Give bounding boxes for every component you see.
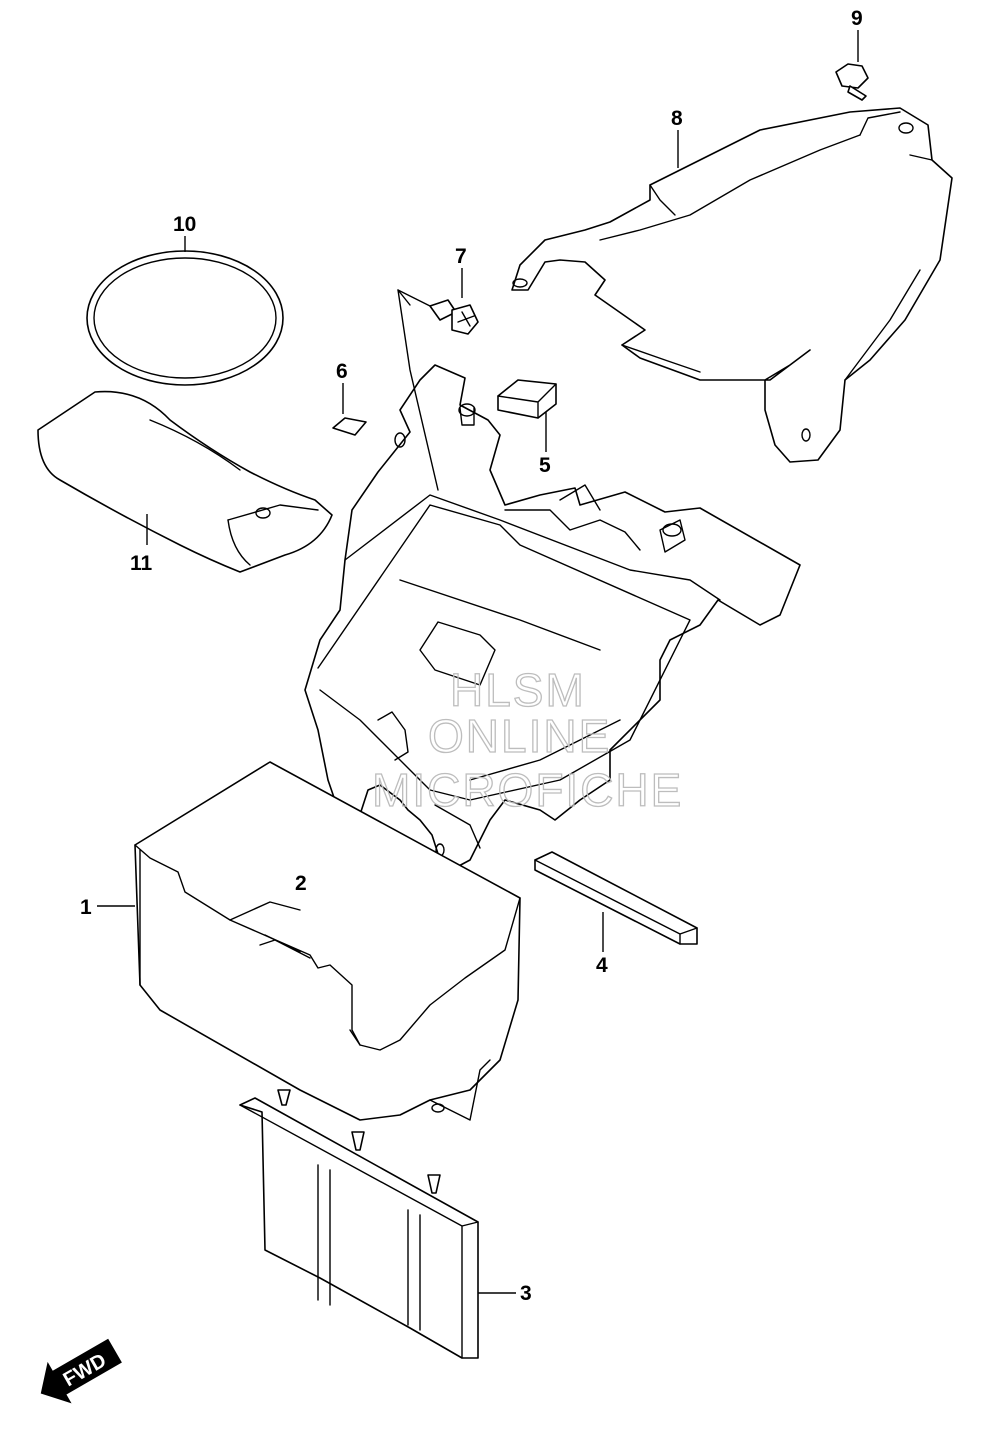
watermark: HLSM ONLINE MICROFICHE <box>371 663 683 816</box>
callout-6: 6 <box>336 360 348 383</box>
part-1-battery-case[interactable] <box>97 761 521 1121</box>
part-4-cushion-strip[interactable] <box>534 851 698 952</box>
forward-arrow-icon: FWD <box>40 1338 122 1404</box>
watermark-line-3: MICROFICHE <box>372 764 683 816</box>
callout-1: 1 <box>80 896 92 919</box>
battery-holder-frame[interactable] <box>304 289 801 869</box>
callout-8: 8 <box>671 107 683 130</box>
part-5-cushion[interactable] <box>497 379 557 452</box>
part-9-clip[interactable] <box>835 30 869 101</box>
part-8-upper-cover[interactable] <box>511 107 953 463</box>
part-6-cushion-pad[interactable] <box>332 383 367 436</box>
watermark-line-2: ONLINE <box>428 710 611 762</box>
callout-2: 2 <box>295 872 307 895</box>
callout-3: 3 <box>520 1282 532 1305</box>
callout-10: 10 <box>173 213 196 236</box>
callout-5: 5 <box>539 454 551 477</box>
part-11-pouch[interactable] <box>37 390 333 573</box>
watermark-line-1: HLSM <box>450 664 586 716</box>
part-3-lower-cover[interactable] <box>239 1089 516 1359</box>
part-10-band[interactable] <box>86 250 284 386</box>
part-7-bolt[interactable] <box>429 268 479 335</box>
callout-4: 4 <box>596 954 608 977</box>
callout-9: 9 <box>851 7 863 30</box>
callout-11: 11 <box>130 552 153 575</box>
callout-7: 7 <box>455 245 467 268</box>
